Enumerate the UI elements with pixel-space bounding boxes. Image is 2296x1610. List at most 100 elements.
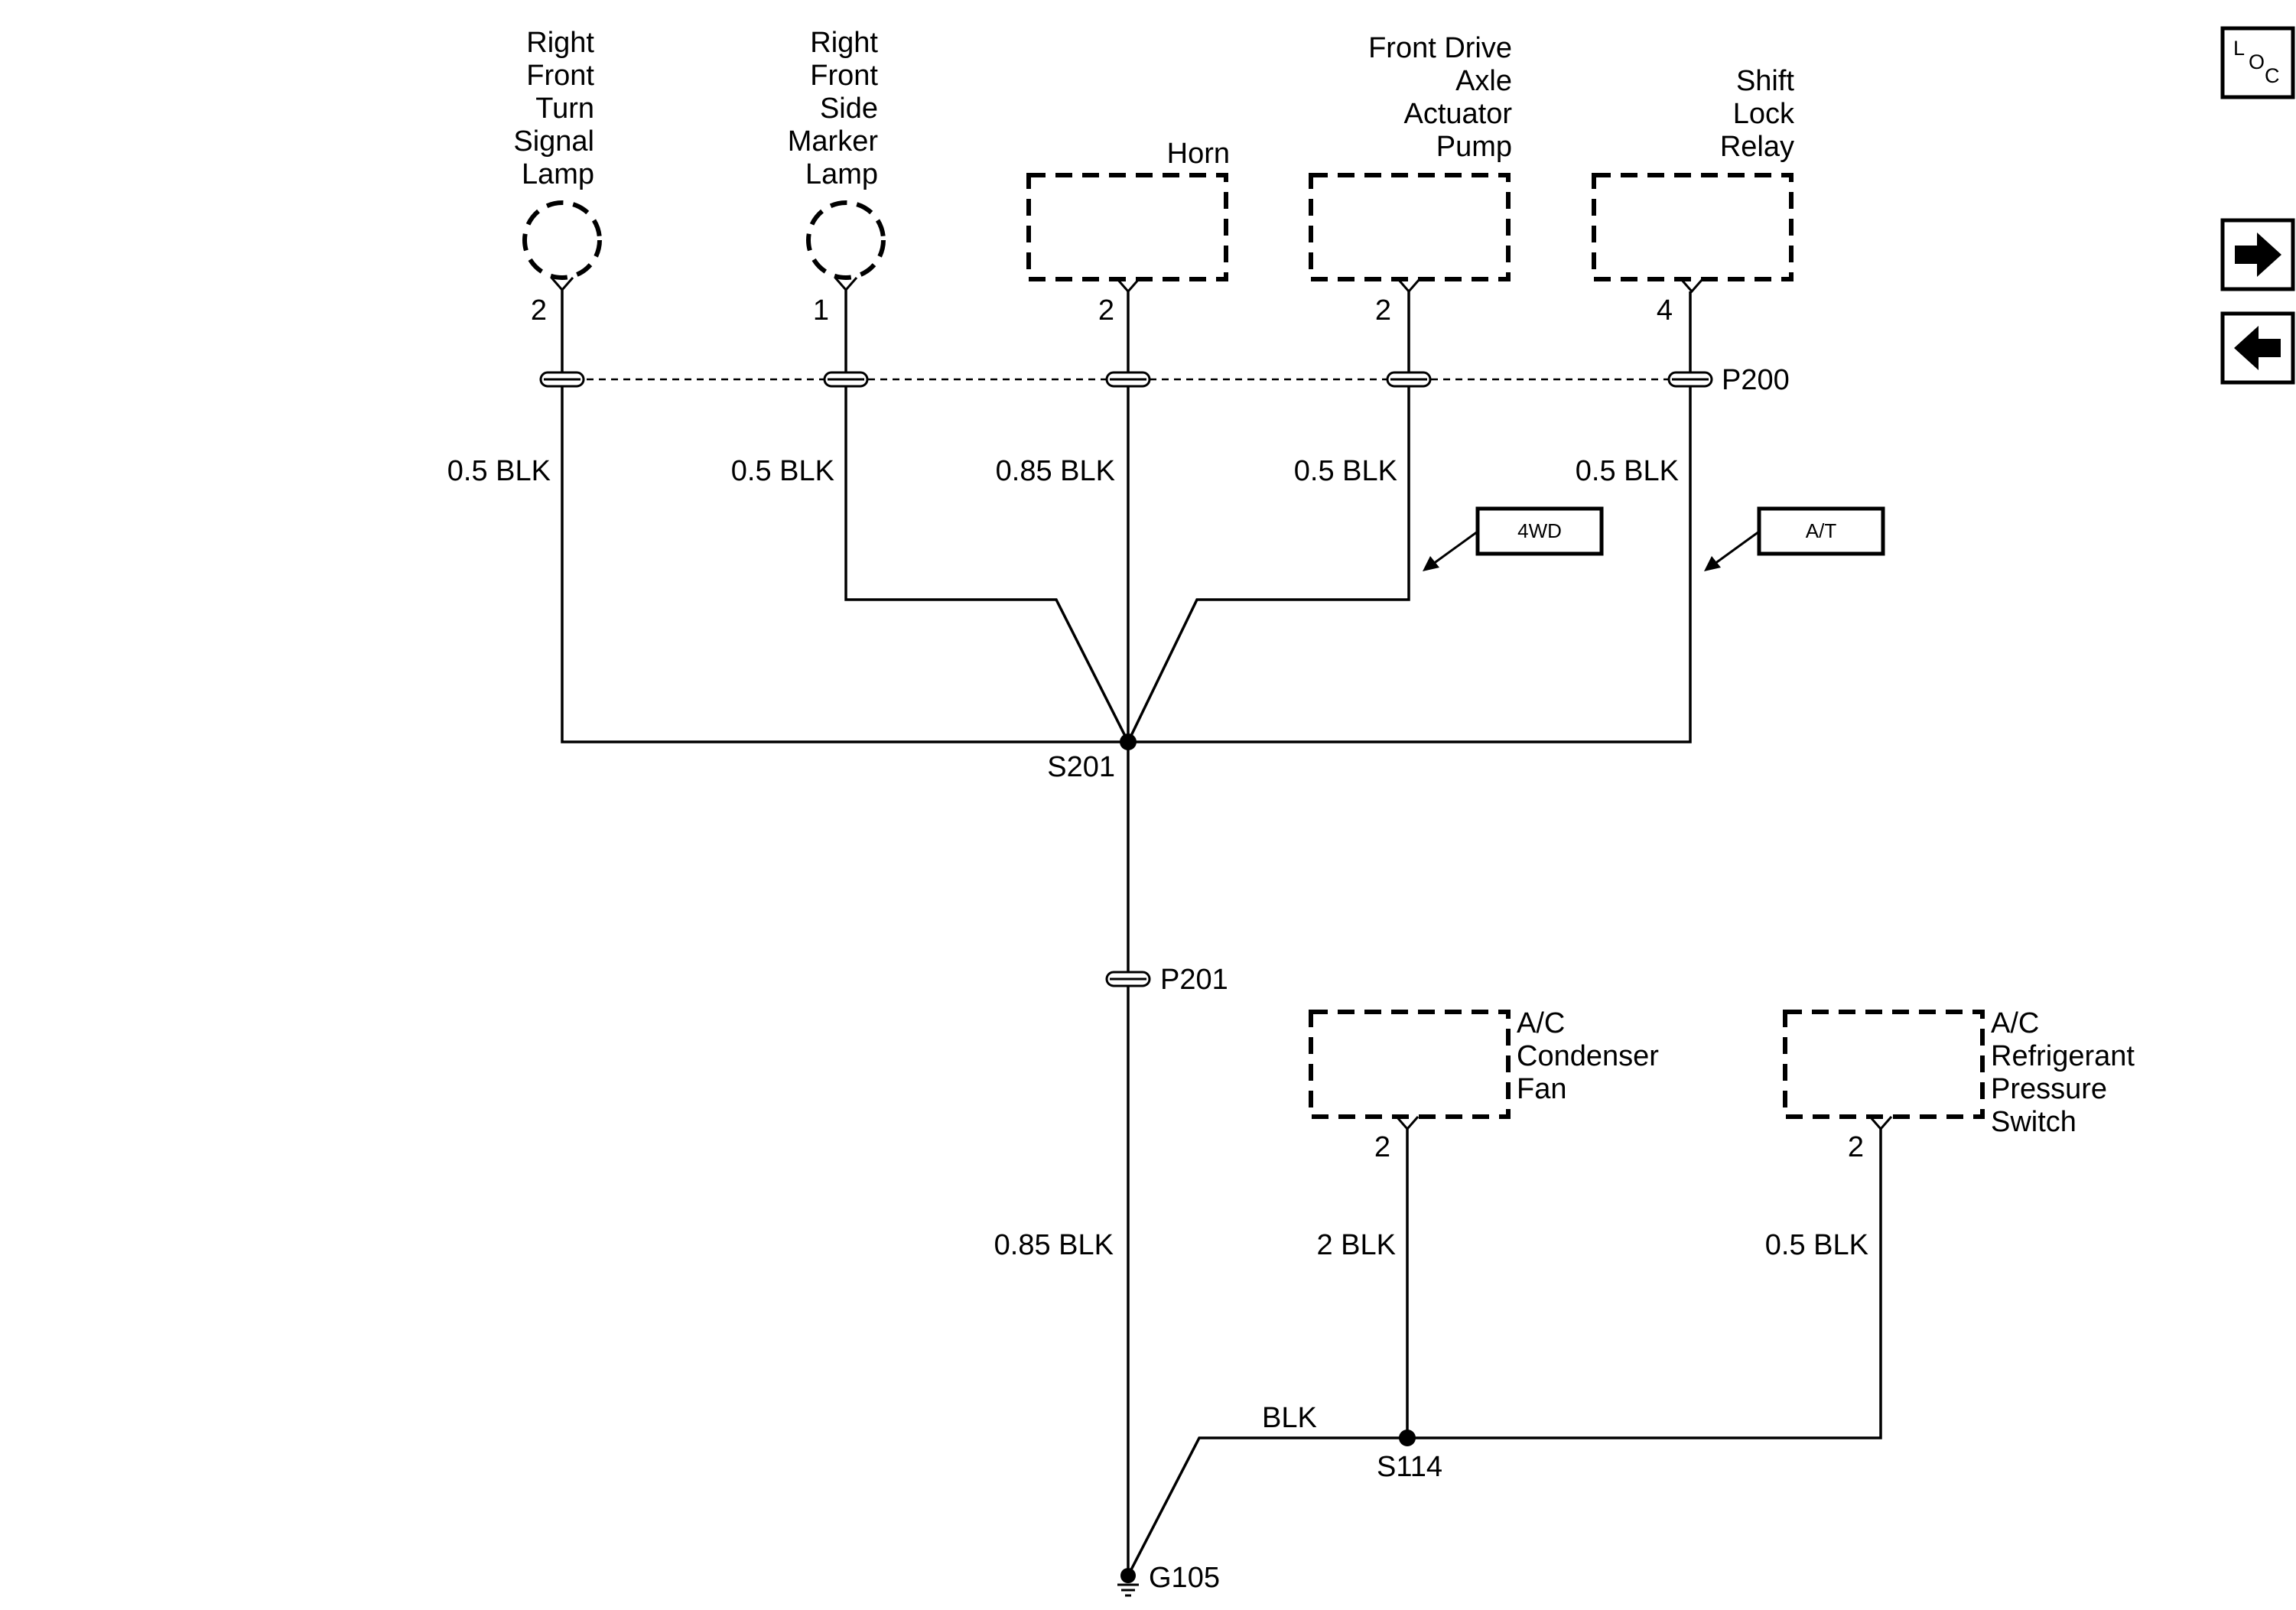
splice-s114-label: S114 [1377, 1451, 1442, 1483]
front-drive-axle-label-2: Axle [1455, 65, 1512, 97]
wire-label-ac-condenser-fan: 2 BLK [1316, 1229, 1396, 1261]
ground-g105-label: G105 [1149, 1562, 1220, 1594]
shift-lock-label-2: Lock [1733, 98, 1795, 130]
front-drive-axle-actuator-pump: Front Drive Axle Actuator Pump 2 [1309, 32, 1512, 327]
rf-side-marker-label-3: Side [820, 93, 878, 125]
ac-refrigerant-label-4: Switch [1991, 1106, 2076, 1138]
connector-symbol [1386, 371, 1432, 388]
option-arrow-head [1423, 556, 1439, 571]
shift-lock-relay: Shift Lock Relay 4 [1592, 65, 1795, 327]
wires-top: 0.5 BLK 0.5 BLK 0.85 BLK 0.5 BLK 0.5 BLK [447, 290, 1692, 743]
connector-symbol [823, 371, 869, 388]
loc-letter-c: C [2265, 64, 2280, 87]
wire-shift-lock-relay [1128, 386, 1692, 743]
connector-p200: P200 [539, 364, 1790, 396]
wire-front-drive-axle [1127, 386, 1410, 743]
option-box [1475, 506, 1604, 556]
wire-label-front-drive-axle: 0.5 BLK [1294, 455, 1397, 487]
wires-bottom: 2 BLK 0.5 BLK BLK [1127, 1129, 1882, 1576]
ac-refrigerant-label-1: A/C [1991, 1007, 2039, 1039]
option-arrow-line [1714, 530, 1760, 565]
rf-side-marker-lamp: Right Front Side Marker Lamp 1 [788, 27, 886, 327]
arrow-left-icon [2234, 326, 2281, 370]
component-box [1309, 173, 1511, 281]
wire-label-shift-lock-relay: 0.5 BLK [1576, 455, 1679, 487]
rf-turn-signal-label-3: Turn [535, 93, 594, 125]
front-drive-axle-label-1: Front Drive [1368, 32, 1512, 64]
ac-refrigerant-pressure-switch: A/C Refrigerant Pressure Switch 2 [1783, 1007, 2135, 1163]
loc-button[interactable]: L O C [2220, 26, 2295, 99]
wire-label-rf-side-marker: 0.5 BLK [731, 455, 834, 487]
rf-turn-signal-pin: 2 [531, 294, 547, 327]
ac-condenser-fan: A/C Condenser Fan 2 [1309, 1007, 1659, 1163]
splice-dot [1399, 1429, 1416, 1446]
ground-g105: G105 [1117, 1562, 1220, 1597]
horn-pin: 2 [1098, 294, 1114, 327]
ac-condenser-fan-label-1: A/C [1517, 1007, 1565, 1039]
rf-turn-signal-lamp: Right Front Turn Signal Lamp 2 [513, 27, 602, 327]
ac-refrigerant-label-2: Refrigerant [1991, 1040, 2135, 1072]
wire-label-ac-refrigerant-switch: 0.5 BLK [1765, 1229, 1868, 1261]
component-box [1783, 1010, 1985, 1119]
wire-label-s114-to-g105: BLK [1262, 1402, 1317, 1434]
option-box [1757, 506, 1885, 556]
lamp-symbol [522, 200, 602, 280]
horn-label: Horn [1167, 138, 1230, 170]
loc-letter-o: O [2249, 50, 2265, 73]
option-4wd: 4WD [1423, 506, 1604, 571]
ac-condenser-fan-pin: 2 [1374, 1131, 1390, 1163]
connector-symbol [1105, 371, 1151, 388]
option-at: A/T [1704, 506, 1885, 571]
connector-p201-label: P201 [1160, 964, 1228, 996]
wire-rf-turn-signal [561, 386, 1128, 743]
back-button[interactable] [2220, 311, 2295, 385]
wire-label-rf-turn-signal: 0.5 BLK [447, 455, 551, 487]
rf-turn-signal-label-2: Front [526, 60, 594, 92]
rf-side-marker-label-4: Marker [788, 125, 879, 158]
shift-lock-label-3: Relay [1720, 131, 1794, 163]
connector-symbol [1667, 371, 1713, 388]
component-box [1309, 1010, 1511, 1119]
ground-icon [1117, 1583, 1139, 1597]
lamp-symbol [806, 200, 886, 280]
front-drive-axle-label-3: Actuator [1403, 98, 1512, 130]
option-4wd-label: 4WD [1517, 519, 1562, 542]
ac-refrigerant-pin: 2 [1848, 1131, 1864, 1163]
ac-condenser-fan-label-2: Condenser [1517, 1040, 1659, 1072]
terminal-symbol [1680, 278, 1704, 294]
connector-p200-label: P200 [1722, 364, 1790, 396]
wire-label-s201-to-g105: 0.85 BLK [994, 1229, 1114, 1261]
shift-lock-pin: 4 [1657, 294, 1673, 327]
front-drive-axle-label-4: Pump [1436, 131, 1512, 163]
rf-turn-signal-label-5: Lamp [522, 158, 594, 190]
connector-symbol [539, 371, 585, 388]
option-arrow-head [1704, 556, 1721, 571]
connector-symbol [1105, 971, 1151, 987]
option-arrow-line [1433, 530, 1478, 565]
component-box [1026, 173, 1228, 281]
wire-rf-side-marker [844, 386, 1130, 743]
front-drive-axle-pin: 2 [1375, 294, 1391, 327]
rf-turn-signal-label-1: Right [526, 27, 594, 59]
rf-turn-signal-label-4: Signal [513, 125, 594, 158]
wire-ac-refrigerant-switch [1407, 1129, 1882, 1439]
wire-s114-to-g105 [1127, 1436, 1407, 1576]
rf-side-marker-label-5: Lamp [805, 158, 878, 190]
connector-p201: P201 [1105, 964, 1228, 996]
ground-dot [1120, 1568, 1136, 1583]
component-box [1592, 173, 1794, 281]
rf-side-marker-pin: 1 [813, 294, 829, 327]
ac-condenser-fan-label-3: Fan [1517, 1073, 1566, 1105]
splice-s114: S114 [1377, 1429, 1442, 1483]
wire-label-horn: 0.85 BLK [996, 455, 1115, 487]
splice-s201-label: S201 [1047, 751, 1115, 783]
horn: Horn 2 [1026, 138, 1230, 327]
splice-s201: S201 [1047, 733, 1137, 783]
loc-letter-l: L [2233, 37, 2245, 60]
rf-side-marker-label-2: Front [810, 60, 878, 92]
option-at-label: A/T [1806, 519, 1837, 542]
ac-refrigerant-label-3: Pressure [1991, 1073, 2107, 1105]
shift-lock-label-1: Shift [1736, 65, 1794, 97]
forward-button[interactable] [2220, 218, 2295, 291]
